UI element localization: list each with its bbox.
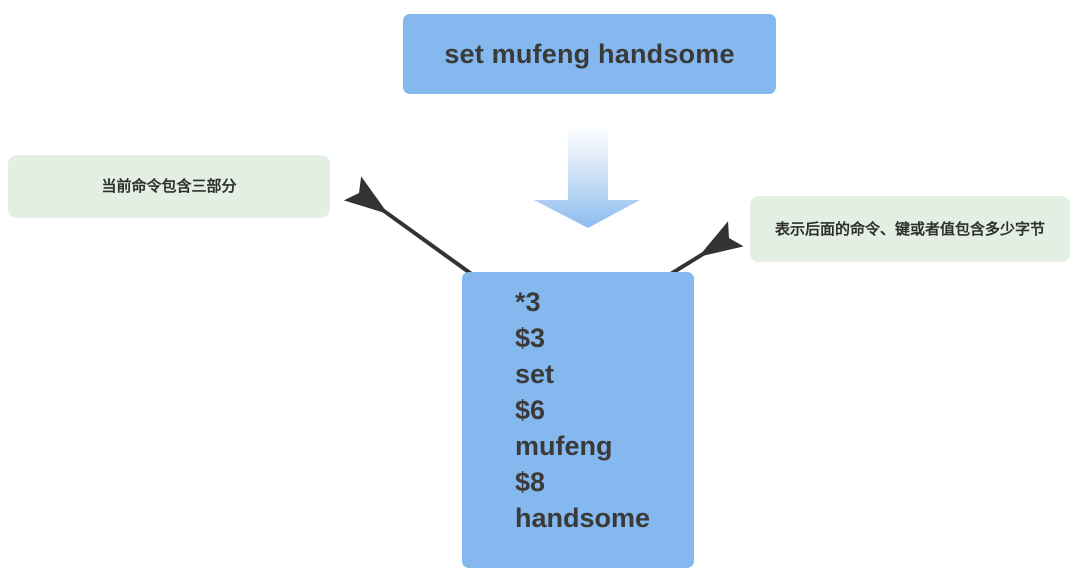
down-arrow-icon	[534, 126, 640, 228]
protocol-line: $6	[515, 395, 546, 425]
note-left-text: 当前命令包含三部分	[101, 178, 237, 195]
note-left: 当前命令包含三部分	[8, 155, 330, 218]
protocol-line: $3	[515, 323, 546, 353]
note-right-text: 表示后面的命令、键或者值包含多少字节	[774, 220, 1045, 238]
protocol-line: set	[515, 359, 555, 389]
protocol-line: *3	[515, 287, 541, 317]
command-text: set mufeng handsome	[444, 38, 735, 69]
protocol-line: handsome	[515, 503, 651, 533]
note-right: 表示后面的命令、键或者值包含多少字节	[750, 196, 1070, 262]
protocol-box: *3 $3 set $6 mufeng $8 handsome	[462, 272, 694, 568]
protocol-line: $8	[515, 467, 546, 497]
protocol-line-list: *3 $3 set $6 mufeng $8 handsome	[515, 284, 650, 536]
protocol-line: mufeng	[515, 431, 613, 461]
command-box: set mufeng handsome	[403, 14, 776, 94]
